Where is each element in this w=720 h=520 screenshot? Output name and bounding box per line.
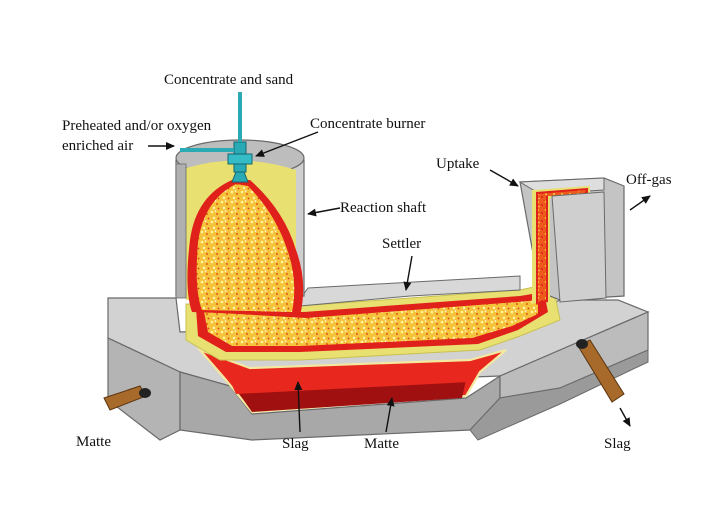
arrow-reaction-shaft xyxy=(307,207,341,217)
tap-pipe-slag xyxy=(576,339,625,403)
label-preheated-air-line1: Preheated and/or oxygen xyxy=(62,118,212,134)
uptake xyxy=(518,177,625,304)
annotations: Concentrate and sand Preheated and/or ox… xyxy=(62,72,672,452)
label-concentrate-burner: Concentrate burner xyxy=(310,116,425,132)
arrow-slag-right xyxy=(619,407,631,427)
label-preheated-air-line2: enriched air xyxy=(62,138,133,154)
arrow-matte-bottom xyxy=(385,397,395,433)
arrow-settler xyxy=(403,255,413,291)
concentrate-burner xyxy=(180,92,253,183)
label-matte-bottom: Matte xyxy=(364,436,399,452)
slag-layer xyxy=(226,362,480,394)
arrow-slag-bottom xyxy=(294,381,303,433)
molten-bath xyxy=(196,347,507,414)
matte-layer xyxy=(238,380,466,412)
label-reaction-shaft: Reaction shaft xyxy=(340,200,427,216)
arrow-concentrate-burner xyxy=(255,131,319,157)
arrow-off-gas xyxy=(629,195,651,211)
reaction-shaft xyxy=(175,139,305,316)
label-slag-right: Slag xyxy=(604,436,631,452)
label-settler: Settler xyxy=(382,236,421,252)
tap-pipe-matte xyxy=(103,385,151,411)
label-uptake: Uptake xyxy=(436,156,480,172)
settler-flow xyxy=(185,283,561,361)
label-off-gas: Off-gas xyxy=(626,172,672,188)
arrow-uptake xyxy=(489,169,519,187)
label-concentrate-and-sand: Concentrate and sand xyxy=(164,72,294,88)
label-slag-bottom: Slag xyxy=(282,436,309,452)
label-matte-left: Matte xyxy=(76,434,111,450)
